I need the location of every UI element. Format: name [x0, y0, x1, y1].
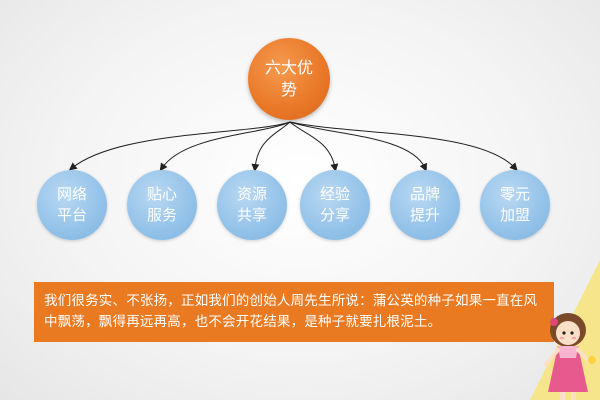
branch-node-label: 资源共享 [236, 185, 267, 224]
branch-node-caring-service: 贴心服务 [127, 170, 197, 240]
branch-node-brand-boost: 品牌提升 [390, 170, 460, 240]
branch-node-zero-fee-franchise: 零元加盟 [480, 170, 550, 240]
connector-1 [68, 121, 291, 171]
branch-node-label: 贴心服务 [146, 185, 177, 224]
connector-5 [289, 121, 427, 172]
connector-2 [159, 121, 291, 172]
branch-node-experience-sharing: 经验分享 [300, 170, 370, 240]
branch-node-label: 经验分享 [319, 185, 350, 224]
branch-node-label: 零元加盟 [499, 185, 530, 224]
branch-node-label: 网络平台 [56, 185, 87, 224]
branch-node-resource-sharing: 资源共享 [217, 170, 287, 240]
quote-box: 我们很务实、不张扬，正如我们的创始人周先生所说：蒲公英的种子如果一直在风中飘荡，… [34, 282, 554, 342]
quote-text: 我们很务实、不张扬，正如我们的创始人周先生所说：蒲公英的种子如果一直在风中飘荡，… [44, 293, 538, 330]
cartoon-girl-illustration [544, 313, 596, 400]
root-node-label: 六大优势 [264, 58, 313, 99]
connector-6 [289, 121, 518, 171]
branch-node-label: 品牌提升 [409, 185, 440, 224]
connector-4 [289, 121, 339, 172]
root-node-six-advantages: 六大优势 [248, 38, 330, 120]
connector-3 [251, 121, 291, 172]
branch-node-network-platform: 网络平台 [37, 170, 107, 240]
